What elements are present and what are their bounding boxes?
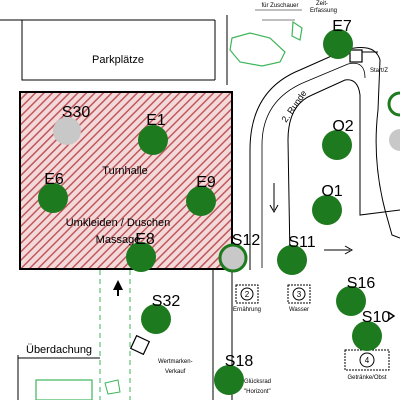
lucky-wheel-label-1: Glücksrad <box>244 379 271 385</box>
marker-S18[interactable] <box>214 365 244 395</box>
station-2-label: Ernährung <box>233 307 261 313</box>
spectators-label: für Zuschauer <box>261 3 298 9</box>
grass-patches <box>35 20 303 400</box>
station-2-number: 2 <box>245 290 250 299</box>
arrow-right-small-icon <box>387 311 396 321</box>
marker-label-S16: S16 <box>347 275 376 292</box>
canopy-area: Überdachung <box>17 270 233 400</box>
marker-label-O1: O1 <box>321 183 342 200</box>
marker-label-S18: S18 <box>225 353 254 370</box>
marker-label-O2: O2 <box>332 118 353 135</box>
locker-label: Umkleiden / Duschen <box>66 217 171 229</box>
marker-E1[interactable] <box>138 125 168 155</box>
marker-label-S12: S12 <box>232 232 261 249</box>
lucky-wheel-label-2: "Horizont" <box>244 389 271 395</box>
marker-E8[interactable] <box>126 242 156 272</box>
marker-label-E1: E1 <box>146 112 166 129</box>
marker-S11[interactable] <box>277 245 307 275</box>
marker-label-S10: S10 <box>362 309 391 326</box>
entrance-arrow-icon <box>113 280 123 290</box>
marker-S16[interactable] <box>336 286 366 316</box>
gym-label: Turnhalle <box>102 165 147 177</box>
edge-marker-2[interactable] <box>389 129 400 151</box>
station-3: 3 Wasser <box>287 284 311 313</box>
token-sales-booth: Wertmarken- Verkauf <box>129 334 193 375</box>
marker-E9[interactable] <box>186 186 216 216</box>
station-4-label: Getränke/Obst <box>347 375 386 381</box>
edge-marker-1[interactable] <box>387 91 400 117</box>
station-4: 4 Getränke/Obst <box>344 349 390 381</box>
marker-S10[interactable] <box>352 321 382 351</box>
timing-label-1: Zeit- <box>316 1 328 7</box>
token-sales-label-1: Wertmarken- <box>158 359 193 365</box>
massage-label: Massage <box>96 234 141 246</box>
marker-O2[interactable] <box>322 130 352 160</box>
parking-area: Parkplätze <box>0 15 228 85</box>
round-2-label: 2. Runde <box>279 88 308 124</box>
marker-label-E6: E6 <box>44 171 64 188</box>
marker-label-S32: S32 <box>152 293 181 310</box>
marker-label-E8: E8 <box>135 231 155 248</box>
marker-E7[interactable] <box>323 29 353 59</box>
marker-label-E7: E7 <box>332 18 352 35</box>
marker-S32[interactable] <box>141 304 171 334</box>
marker-S12[interactable] <box>218 243 248 273</box>
token-sales-label-2: Verkauf <box>165 369 186 375</box>
marker-O1[interactable] <box>312 195 342 225</box>
arrow-right-icon <box>344 245 354 255</box>
marker-label-S30: S30 <box>62 104 91 121</box>
station-3-label: Wasser <box>289 307 309 313</box>
marker-S30[interactable] <box>53 117 81 145</box>
marker-label-E9: E9 <box>196 174 216 191</box>
start-label: Start/Z <box>370 68 388 74</box>
canopy-label: Überdachung <box>26 344 92 356</box>
marker-E6[interactable] <box>38 183 68 213</box>
timing-label-2: Erfassung <box>310 8 337 14</box>
marker-label-S11: S11 <box>288 234 315 251</box>
parking-label: Parkplätze <box>92 54 144 66</box>
station-4-number: 4 <box>365 356 370 365</box>
station-2: 2 Ernährung <box>233 284 261 313</box>
arrow-down-icon <box>269 204 279 214</box>
gym-building: Turnhalle Umkleiden / Duschen Massage <box>19 91 233 270</box>
station-3-number: 3 <box>297 290 302 299</box>
